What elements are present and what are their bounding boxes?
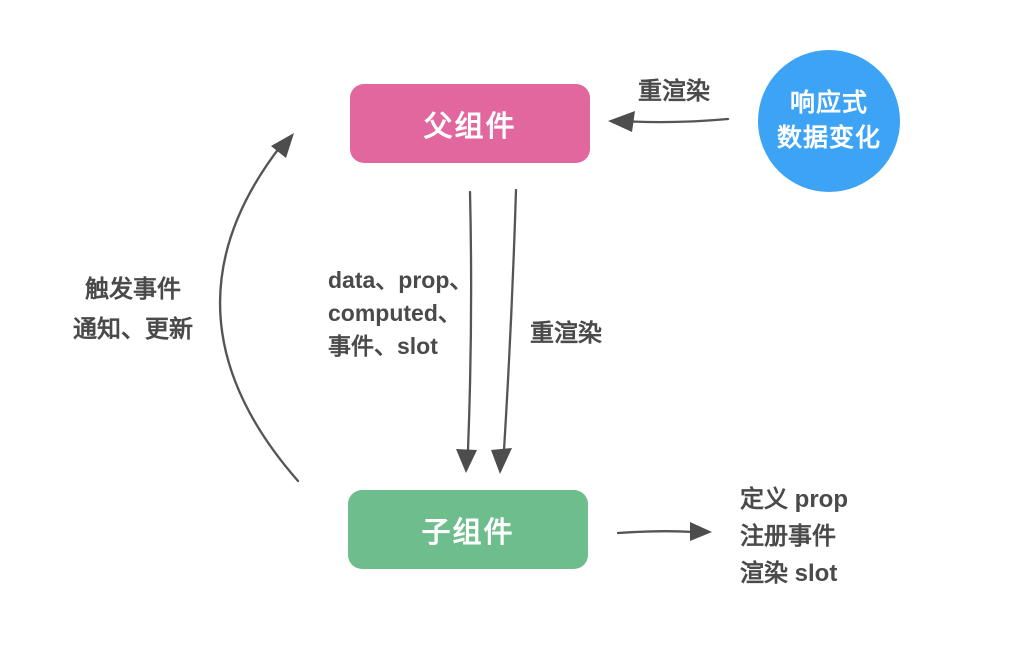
reactive-data-node: 响应式 数据变化: [758, 50, 900, 192]
arrow-child-to-actions: [616, 530, 696, 535]
child-actions-label-line1: 定义 prop: [740, 486, 848, 513]
pass-down-label-line2: computed、: [328, 300, 461, 326]
pass-down-label: data、prop、 computed、 事件、slot: [328, 264, 472, 363]
child-actions-label-line2: 注册事件: [740, 523, 836, 550]
arrowhead-child-to-actions: [690, 522, 712, 541]
pass-down-label-line3: 事件、slot: [328, 333, 438, 359]
arrow-child-to-parent-curve: [218, 141, 300, 483]
arrowhead-child-to-parent-curve: [271, 133, 294, 158]
child-actions-label: 定义 prop 注册事件 渲染 slot: [740, 481, 848, 592]
rerender-top-label: 重渲染: [638, 78, 710, 105]
arrow-parent-to-child-props: [466, 190, 473, 452]
arrowhead-rerender-to-parent: [608, 111, 635, 132]
arrowhead-parent-to-child-rerender: [491, 448, 512, 474]
reactive-data-label-line1: 响应式: [789, 88, 868, 117]
parent-component-label: 父组件: [423, 110, 517, 143]
parent-component-node: 父组件: [350, 84, 590, 163]
child-component-node: 子组件: [348, 490, 588, 569]
child-actions-label-line3: 渲染 slot: [740, 560, 838, 587]
rerender-mid-label: 重渲染: [530, 320, 602, 347]
arrowhead-parent-to-child-props: [456, 449, 477, 473]
arrow-rerender-to-parent: [620, 117, 730, 124]
arrow-parent-to-child-rerender: [502, 188, 518, 452]
emit-up-label-line1: 触发事件: [85, 276, 181, 303]
emit-up-label-line2: 通知、更新: [73, 316, 193, 343]
emit-up-label: 触发事件 通知、更新: [58, 270, 208, 350]
pass-down-label-line1: data、prop、: [328, 267, 473, 293]
child-component-label: 子组件: [421, 516, 515, 549]
reactive-data-label-line2: 数据变化: [776, 124, 881, 152]
